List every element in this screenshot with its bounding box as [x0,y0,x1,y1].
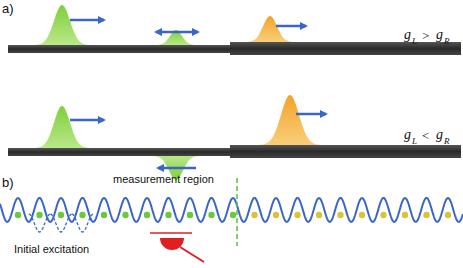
arrow [70,119,104,122]
wave-packet [30,5,94,45]
coupling-symbol: g [404,28,411,42]
measurement-line [150,232,192,234]
reflected-packet [152,30,200,45]
arrow [158,167,196,170]
left-waveguide [8,148,232,156]
arrow [156,31,198,34]
subscript: R [444,37,450,46]
left-waveguide [8,45,232,53]
relation-sign: > [422,29,429,42]
annotation: Initial excitation [14,244,89,255]
subscript: L [412,37,417,46]
atom [165,212,171,218]
boundary-line [236,178,238,246]
atom [15,212,21,218]
atom [187,212,193,218]
arrow [276,25,306,28]
atom [337,212,343,218]
transmitted-packet [242,16,298,42]
atom [402,212,408,218]
wave-packet [30,106,94,148]
arrow [70,19,104,22]
right-waveguide [230,42,461,55]
atom [359,212,365,218]
atom [294,212,300,218]
transmitted-packet [254,95,326,145]
atom [445,212,451,218]
arrow [296,113,326,116]
atom [79,212,85,218]
atom [208,212,214,218]
atom [144,212,150,218]
atom [58,212,64,218]
lattice-potential [0,198,463,222]
panel-label: b) [2,176,14,189]
atom [380,212,386,218]
atom [230,212,236,218]
atom [122,212,128,218]
atom [36,212,42,218]
atom [423,212,429,218]
right-waveguide [230,145,461,158]
region-label: measurement region [113,174,214,185]
detector-lead [180,247,204,262]
subscript: L [412,137,417,146]
atom [316,212,322,218]
panel-label: a) [2,2,14,15]
coupling-symbol: g [436,28,443,42]
atom [273,212,279,218]
atom [101,212,107,218]
atom [251,212,257,218]
relation-sign: < [422,129,429,142]
subscript: R [444,137,450,146]
coupling-symbol: g [404,128,411,142]
coupling-symbol: g [436,128,443,142]
